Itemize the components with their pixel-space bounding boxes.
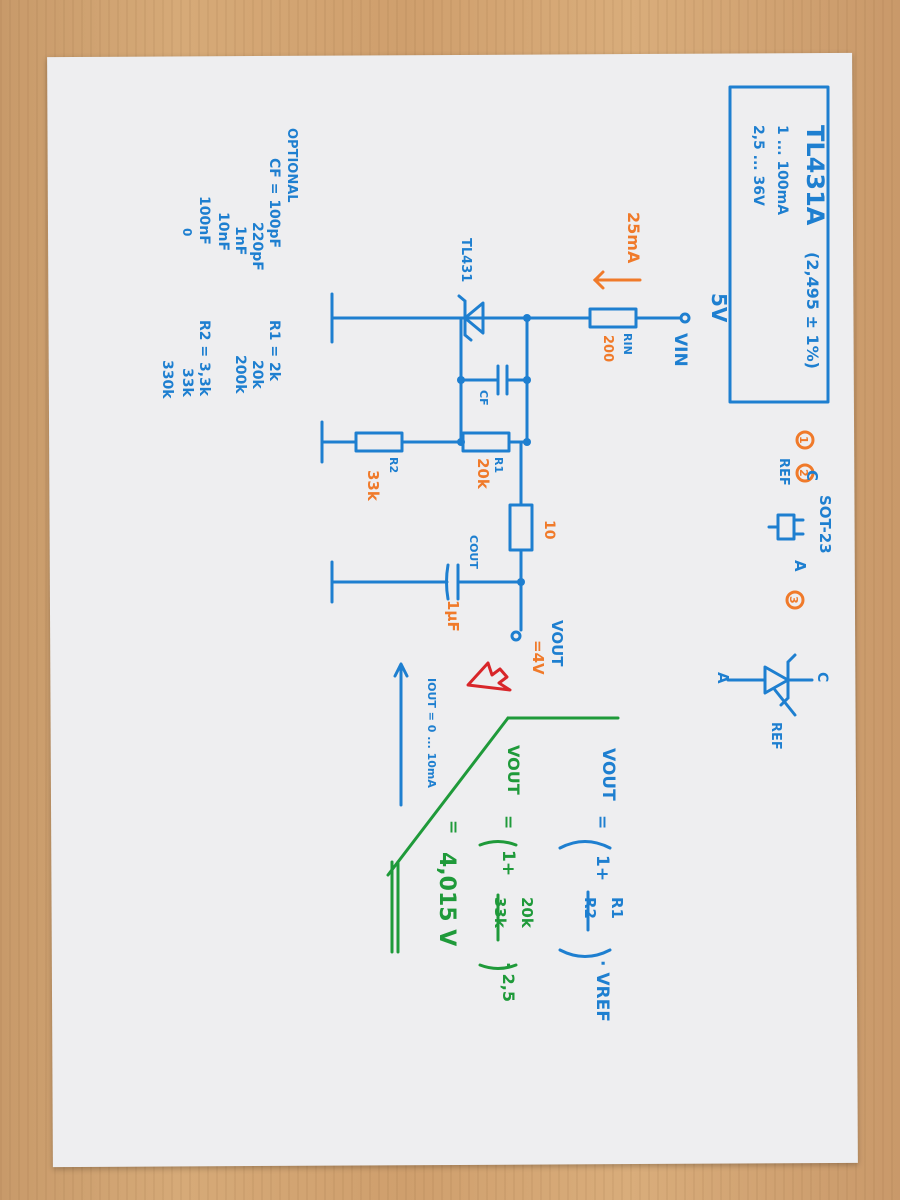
resistor-r2 [354,431,404,453]
part-voltage-range: 2,5 ... 36V [750,125,766,206]
formula1-lhs: VOUT [598,748,618,801]
junction-dot [523,314,531,322]
resistor-series [508,503,534,552]
formula1-one-plus: 1+ [592,855,612,881]
part-current-range: 1 ... 100mA [774,125,790,215]
r2-label: R2 [387,457,400,473]
formula1-bracket-right [558,948,612,958]
cf-value: 1nF [232,226,248,255]
vout-value: =4V [529,640,547,675]
formula2-eq: = [498,815,518,829]
pin1-label: C [803,470,821,481]
output-arrow-icon [466,661,512,692]
optional-title: OPTIONAL [284,128,299,203]
pin2-number: 2 [797,469,810,477]
cout-value: 1µF [444,600,462,632]
formula2-numerator: 20k [518,897,536,929]
iout-label: IOUT = 0 ... 10mA [425,678,438,788]
symbol-triangle [763,665,790,695]
resistor-rin [588,307,638,329]
part-ref-tolerance: (2,495 ± 1%) [803,252,822,369]
pin3-circle [785,590,805,610]
r1-option: 200k [232,355,248,394]
supply-label: 5V [707,293,731,323]
formula2-denominator: 33k [491,897,509,929]
formula2-bracket-left [478,840,518,847]
r1-option: 20k [249,360,265,389]
tl431-cathode-bar [457,294,473,342]
pin2-label: REF [776,458,791,486]
r2-option: 33k [179,368,195,397]
junction-dot [523,376,531,384]
r2-option: R2 = 3,3k [196,320,212,397]
current-arrow-head [592,270,605,290]
junction-dot [457,376,465,384]
pin2-circle [795,463,815,483]
tl431-body [463,301,485,335]
part-name: TL431A [801,125,829,226]
tl431-label: TL431 [458,238,473,282]
cf-label: CF [477,390,490,406]
part-info-box [728,85,830,404]
formula1-vref: · VREF [592,960,612,1022]
formula1-numerator: R1 [608,897,626,919]
junction-dot [517,578,525,586]
cf-value: 100nF [196,196,212,245]
formula2-lhs: VOUT [504,745,523,795]
current-label: 25mA [624,212,643,264]
rin-label: RIN [621,333,634,355]
cf-value: 10nF [215,212,231,251]
vin-label: VIN [670,333,690,367]
formula1-bracket-left [558,840,612,850]
r2-value: 33k [364,470,382,502]
formula2-vref-value: · 2,5 [499,962,518,1002]
pin1-number: 1 [797,436,810,444]
result-box-diagonal [386,716,510,877]
sot23-label: SOT-23 [816,495,834,554]
iout-arrow-head [393,662,409,678]
symbol-c-label: C [814,672,830,682]
sot23-body [776,513,796,541]
formula1-denominator: R2 [581,897,599,919]
cout-label: COUT [467,535,480,569]
cf-value: 220pF [249,222,265,271]
symbol-ref-lead [773,688,797,717]
formula2-one-plus: 1+ [498,850,518,876]
cf-value: CF = 100pF [266,158,282,248]
formula3-eq: = [443,820,463,834]
junction-dot [457,438,465,446]
series-r-value: 10 [541,520,557,540]
junction-dot [523,438,531,446]
r2-option: 330k [159,360,175,399]
rin-value: 200 [600,335,615,362]
formula1-eq: = [592,815,612,829]
r1-option: R1 = 2k [266,320,282,382]
pin3-label: A [791,560,809,572]
symbol-ref-label: REF [768,722,783,750]
r1-label: R1 [492,457,505,473]
resistor-r1 [461,431,511,453]
formula2-bracket-right [478,963,518,970]
r1-value: 20k [474,458,492,490]
pin3-number: 3 [787,596,800,604]
formula3-result: 4,015 V [434,852,459,946]
pin1-circle [795,430,815,450]
vout-terminal [510,630,522,642]
vout-label: VOUT [548,620,566,667]
symbol-a-label: A [714,672,732,684]
cf-value: 0 [180,228,194,236]
